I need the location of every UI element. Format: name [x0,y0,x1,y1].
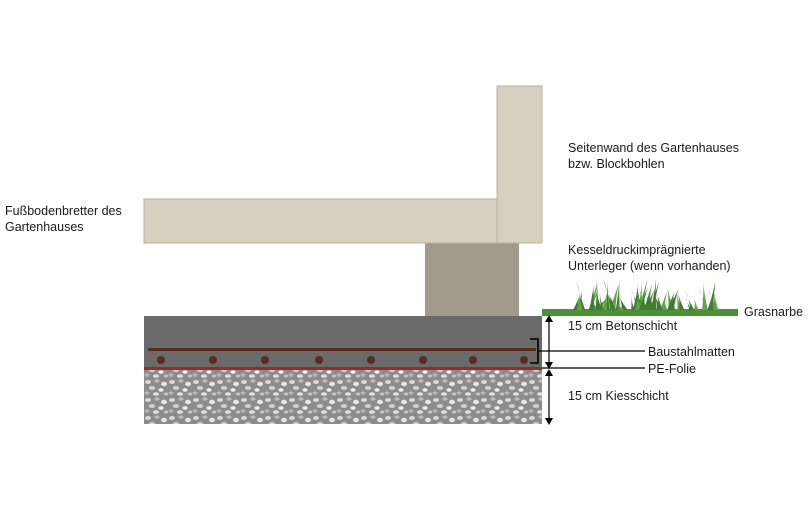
sleeper-beam [425,243,519,316]
grass-blade [576,280,586,310]
grass-blade [644,290,655,310]
grass-blade [605,280,610,310]
sleeper-label: Kesseldruckimprägnierte Unterleger (wenn… [568,243,731,273]
grass-blade [684,290,695,310]
grass-blade [615,280,620,310]
rebar-dot [315,356,323,364]
grass-blade [677,289,685,310]
grass-blade [595,278,600,310]
grass-blade [598,288,604,310]
grass-blade [594,285,603,310]
turf-strip [542,309,738,316]
grass-blade [684,296,693,310]
grass-blade [693,296,699,310]
grass-blade [630,295,635,310]
grass-blade [603,278,615,310]
rebar-bar [148,348,536,351]
grass-blade [649,293,655,310]
grass-blade [638,278,648,310]
grass-blade [601,291,608,310]
floorboard [143,198,543,244]
floorboard-label: Fußbodenbretter des Gartenhauses [5,204,122,234]
gravel-layer [144,369,542,424]
dimension-concrete-arrow [545,315,553,369]
grass-blade [669,296,675,310]
grass-blade [651,278,657,310]
rebar-dot [157,356,165,364]
grass-blade [606,287,617,310]
turf-label: Grasnarbe [744,305,804,319]
side-wall [496,85,543,244]
grass-blade [707,288,719,310]
grass-blade [707,286,716,310]
side-wall-label: Seitenwand des Gartenhauses bzw. Blockbo… [568,141,739,171]
rebar-dot [520,356,528,364]
pe-film-line [144,367,542,370]
grass-blade [698,287,708,310]
pe-film-label: PE-Folie [648,362,696,376]
rebar-leader [530,338,645,364]
grass-blade [675,285,682,310]
gravel-label: 15 cm Kiesschicht [568,389,669,403]
grass-blade [613,299,625,310]
grass-blade [635,291,641,310]
grass-blade [576,291,583,310]
dimension-gravel-arrow [545,369,553,425]
rebar-label: Baustahlmatten [648,345,735,359]
rebar-dot [419,356,427,364]
concrete-label: 15 cm Betonschicht [568,319,678,333]
rebar-dot [261,356,269,364]
rebar-dot [367,356,375,364]
rebar-dots [157,356,528,364]
grass-blade [589,284,596,310]
rebar-dot [209,356,217,364]
concrete-layer [144,316,542,368]
grass-blade [659,291,668,310]
grass-blade [617,292,628,310]
grass-blade [634,290,647,310]
rebar-dot [469,356,477,364]
grass-blade [638,287,648,310]
grass-blade [638,287,648,310]
grass-blade [663,298,668,310]
grass-blade [642,294,647,310]
grass-blade [652,290,663,310]
grass-blade [713,286,719,310]
grass-blades [573,278,719,310]
grass-blade [702,279,708,310]
